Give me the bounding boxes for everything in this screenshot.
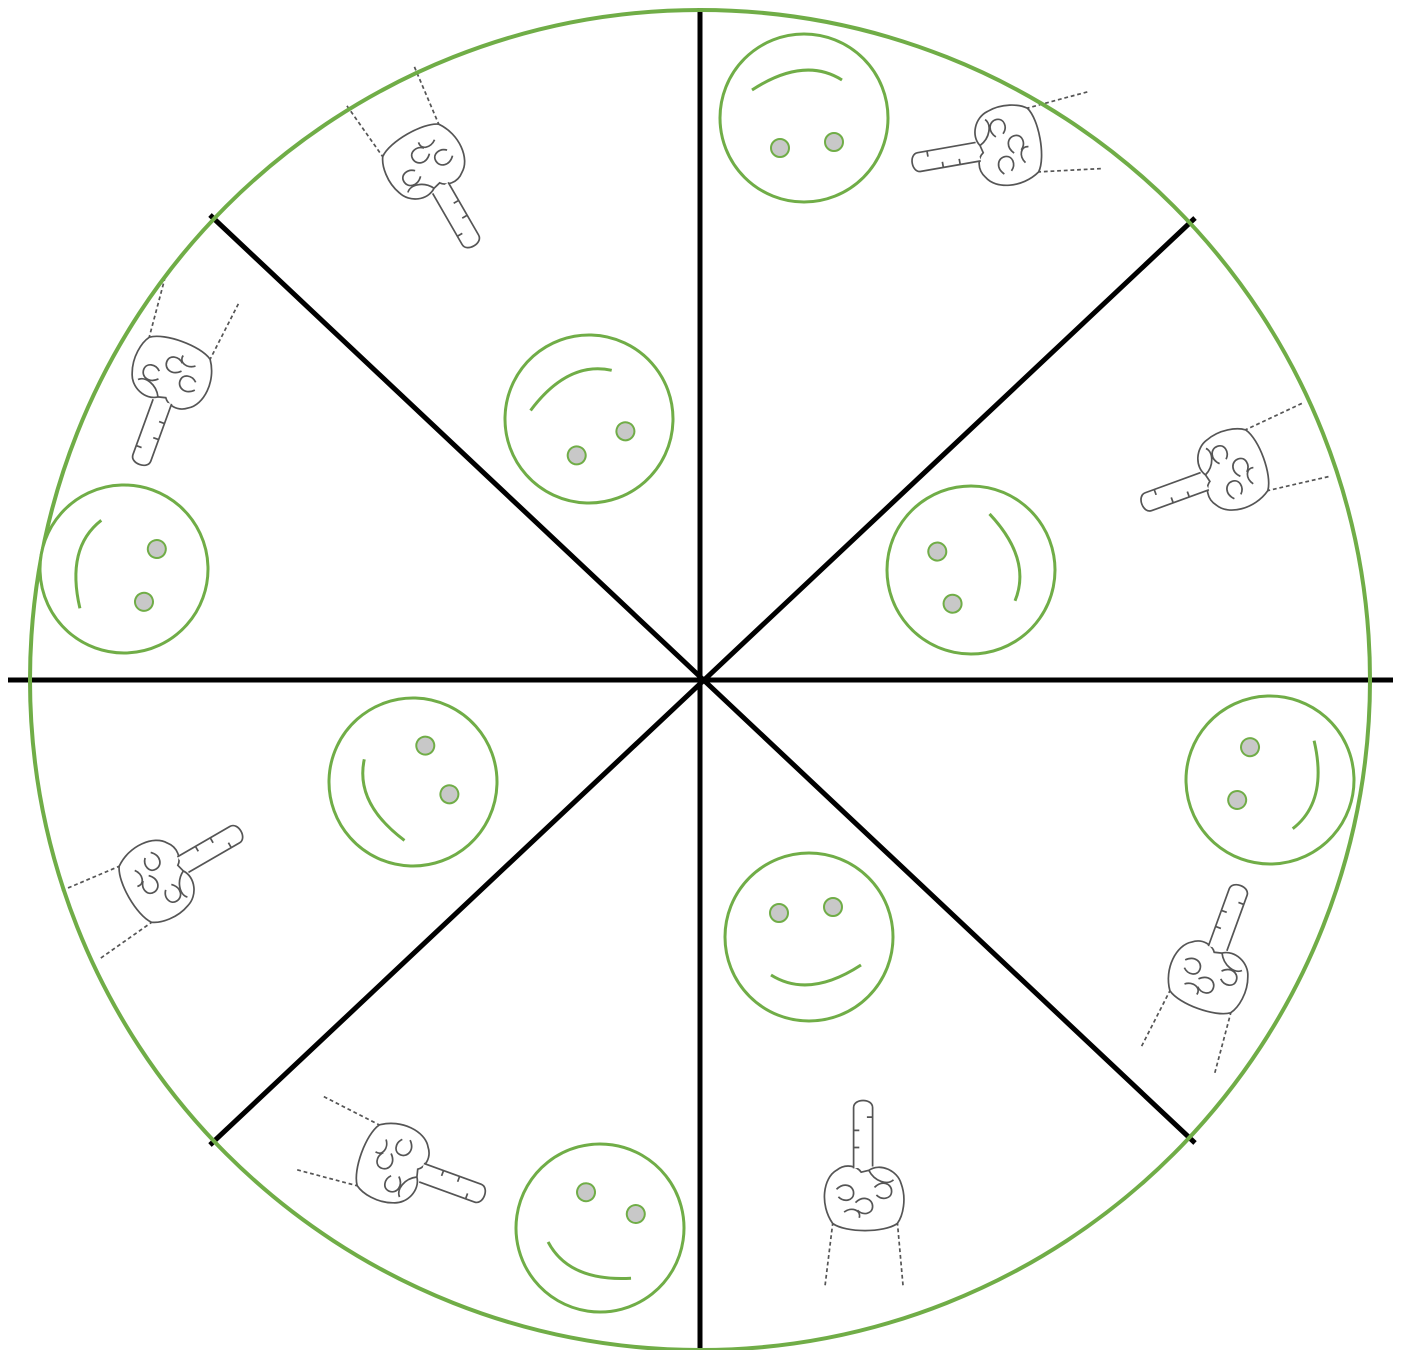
smiley-icon bbox=[720, 34, 888, 202]
smiley-eye bbox=[825, 133, 843, 151]
smiley-head bbox=[720, 34, 888, 202]
smiley-eye bbox=[770, 904, 788, 922]
smiley-eye bbox=[824, 898, 842, 916]
smiley-head bbox=[725, 853, 893, 1021]
smiley-icon bbox=[725, 853, 893, 1021]
smiley-eye bbox=[771, 139, 789, 157]
